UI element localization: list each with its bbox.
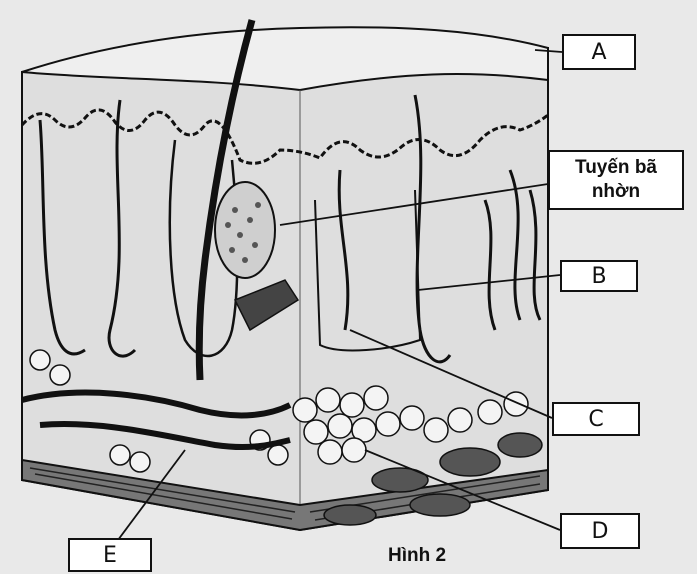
label-c: C bbox=[552, 402, 640, 436]
label-e: E bbox=[68, 538, 152, 572]
label-a: A bbox=[562, 34, 636, 70]
label-sebaceous-line1: Tuyến bã bbox=[575, 156, 657, 180]
figure-caption: Hình 2 bbox=[388, 545, 446, 567]
sebaceous-gland bbox=[215, 182, 275, 278]
label-sebaceous-line2: nhờn bbox=[592, 180, 640, 204]
label-b: B bbox=[560, 260, 638, 292]
label-d: D bbox=[560, 513, 640, 549]
label-sebaceous-gland: Tuyến bã nhờn bbox=[548, 150, 684, 210]
